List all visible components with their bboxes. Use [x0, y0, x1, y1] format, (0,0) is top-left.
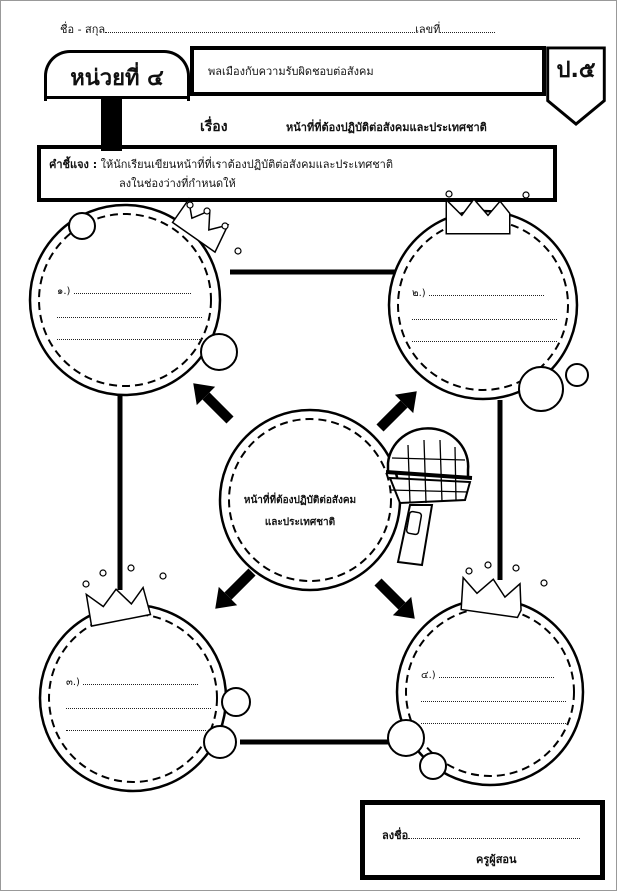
arrow-up-right-icon [376, 391, 417, 432]
crown-icon [460, 575, 522, 619]
name-row: ชื่อ - สกุล เลขที่ [60, 20, 496, 38]
answer-line[interactable] [66, 722, 206, 731]
instructions-label: คำชี้แจง : [49, 158, 98, 171]
answer-line[interactable] [412, 311, 557, 320]
number-label: เลขที่ [415, 23, 441, 36]
answer-circle-3 [38, 564, 251, 793]
answer-number-2: ๒.) [412, 288, 426, 299]
signature-row: ลงชื่อ [382, 826, 581, 844]
answer-area-4: ๔.) [421, 668, 566, 727]
answer-line[interactable] [428, 287, 544, 296]
answer-line[interactable] [438, 669, 554, 678]
crown-icon [85, 585, 152, 627]
topic-label: เรื่อง [200, 119, 228, 135]
topic-text: หน้าที่ที่ต้องปฏิบัติต่อสังคมและประเทศชา… [286, 121, 487, 134]
crown-icon [445, 197, 511, 235]
answer-area-3: ๓.) [66, 675, 211, 734]
answer-number-1: ๑.) [57, 286, 71, 297]
center-line-2: และประเทศชาติ [264, 517, 336, 528]
arrow-down-left-icon [215, 568, 256, 609]
answer-area-2: ๒.) [412, 286, 557, 345]
name-label: ชื่อ - สกุล [60, 23, 106, 36]
instructions-line-1: ให้นักเรียนเขียนหน้าที่ที่เราต้องปฏิบัติ… [100, 158, 393, 171]
answer-line[interactable] [57, 331, 202, 340]
signature-box [360, 800, 605, 880]
grade-badge [546, 46, 606, 126]
answer-line[interactable] [83, 676, 199, 685]
unit-title: พลเมืองกับความรับผิดชอบต่อสังคม [208, 65, 374, 78]
teacher-role: ครูผู้สอน [476, 853, 517, 866]
signature-field[interactable] [408, 830, 581, 839]
number-field[interactable] [440, 24, 496, 33]
answer-number-4: ๔.) [421, 670, 436, 681]
arrow-down-right-icon [374, 578, 415, 619]
answer-circle-2 [387, 190, 589, 412]
arrows [193, 383, 417, 619]
answer-line[interactable] [57, 309, 202, 318]
answer-number-3: ๓.) [66, 677, 80, 688]
unit-label: หน่วยที่ ๔ [70, 65, 164, 91]
grade-label: ป.๕ [556, 58, 596, 83]
answer-line[interactable] [66, 700, 211, 709]
microphone-icon [385, 427, 473, 567]
signature-label: ลงชื่อ [382, 829, 409, 842]
instructions-line-2: ลงในช่องว่างที่กำหนดให้ [119, 177, 236, 190]
unit-tab: หน่วยที่ ๔ [44, 50, 190, 101]
answer-line[interactable] [73, 285, 191, 294]
name-field[interactable] [105, 24, 416, 33]
unit-tab-base [44, 96, 190, 99]
unit-title-box: พลเมืองกับความรับผิดชอบต่อสังคม [190, 46, 546, 96]
answer-circle-4 [387, 561, 585, 787]
center-line-1: หน้าที่ที่ต้องปฏิบัติต่อสังคม [243, 495, 357, 506]
center-circle [218, 408, 402, 592]
answer-area-1: ๑.) [57, 284, 202, 343]
unit-post [101, 99, 122, 151]
center-text: หน้าที่ที่ต้องปฏิบัติต่อสังคม และประเทศช… [225, 490, 375, 534]
answer-line[interactable] [421, 693, 566, 702]
arrow-up-left-icon [193, 383, 234, 424]
instructions-box: คำชี้แจง : ให้นักเรียนเขียนหน้าที่ที่เรา… [37, 145, 557, 202]
connector-lines [117, 269, 503, 745]
answer-circle-1 [28, 197, 242, 397]
answer-line[interactable] [421, 715, 566, 724]
answer-line[interactable] [412, 333, 557, 342]
